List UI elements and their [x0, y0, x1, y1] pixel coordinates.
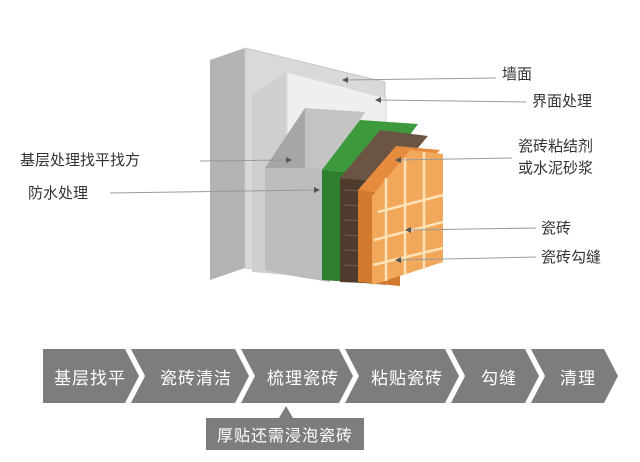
process-chevrons [43, 349, 618, 403]
label-waterproof: 防水处理 [28, 184, 89, 202]
step-tile-cleaning: 瓷砖清洁 [160, 368, 232, 389]
leader-markers [286, 77, 411, 263]
step-chevron-5 [451, 349, 539, 403]
label-interface: 界面处理 [532, 92, 593, 110]
step-chevron-1 [43, 349, 139, 403]
step-chevron-3 [241, 349, 353, 403]
leader-lines [109, 77, 537, 261]
note-pointer [279, 406, 293, 418]
tile-layer [358, 146, 444, 286]
note-text: 厚贴还需浸泡瓷砖 [216, 426, 353, 445]
step-base-leveling: 基层找平 [54, 368, 126, 389]
label-adhesive-line1: 瓷砖粘结剂 [518, 137, 594, 155]
label-tile: 瓷砖 [541, 219, 572, 237]
step-grouting: 勾缝 [481, 368, 517, 389]
process-steps: 基层找平 瓷砖清洁 梳理瓷砖 粘贴瓷砖 勾缝 清理 [43, 349, 618, 403]
label-grout: 瓷砖勾缝 [541, 248, 602, 266]
note-soak-tiles: 厚贴还需浸泡瓷砖 [206, 418, 364, 450]
label-wall: 墙面 [502, 65, 533, 83]
base-leveling-layer [265, 108, 365, 282]
label-base-level: 基层处理找平找方 [20, 151, 141, 169]
step-tile-laying: 粘贴瓷砖 [371, 368, 443, 389]
step-chevron-6 [531, 349, 618, 403]
step-cleanup: 清理 [560, 368, 596, 389]
label-adhesive-line2: 或水泥砂浆 [518, 159, 594, 177]
step-chevron-2 [131, 349, 249, 403]
step-chevron-4 [345, 349, 459, 403]
step-tile-sorting: 梳理瓷砖 [267, 368, 339, 389]
note-box [206, 418, 364, 450]
